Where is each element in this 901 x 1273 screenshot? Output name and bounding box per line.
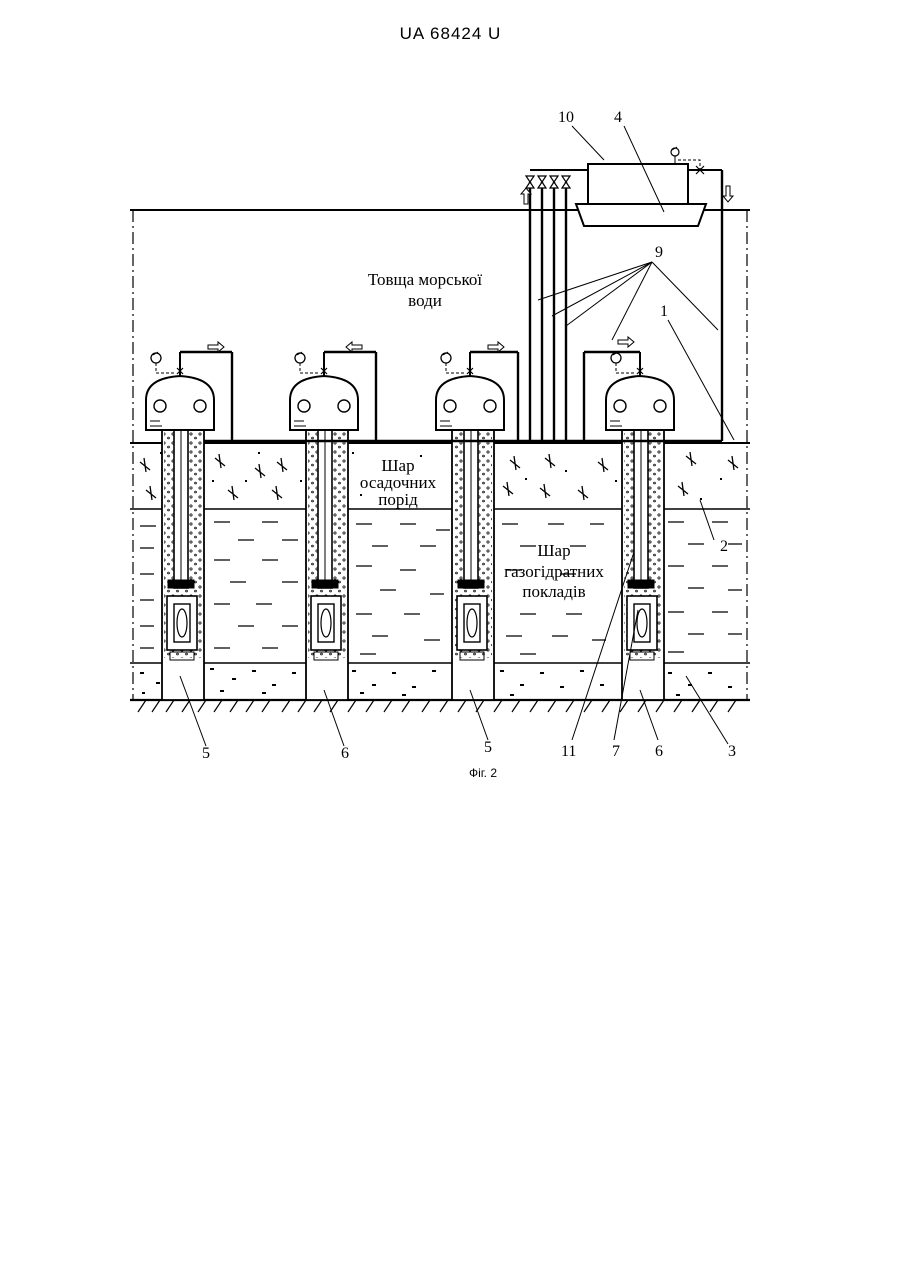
sediment-layer-label-line3: порід [378,490,418,509]
callout-2: 2 [720,538,728,555]
flow-arrow-right-icon [618,337,634,347]
hydrate-layer-label: Шар [537,541,570,560]
water-layer-label: Товща морської [368,270,482,289]
callout-4: 4 [614,109,622,126]
callout-3: 3 [728,743,736,760]
bedrock-hatching [138,700,736,712]
flow-arrow-right-icon [208,342,224,352]
callout-5-left: 5 [202,745,210,762]
well-2 [290,352,376,700]
callout-1: 1 [660,303,668,320]
callout-7: 7 [612,743,620,760]
callout-5-middle: 5 [484,739,492,756]
floating-platform-hull [576,204,706,226]
callout-10: 10 [558,109,574,126]
flow-arrow-down-icon [723,186,733,202]
processing-module [588,164,688,204]
callout-11: 11 [561,743,576,760]
flow-arrow-left-icon [346,342,362,352]
figure-caption: Фіг. 2 [469,766,497,780]
well-3 [436,352,518,700]
hydrate-layer-label-line3: покладів [522,582,585,601]
well-4 [584,352,674,700]
callout-6-right: 6 [655,743,663,760]
water-layer-label-line2: води [408,291,442,310]
hydrate-layer-label-line2: газогідратних [504,562,604,581]
callout-6-left: 6 [341,745,349,762]
callout-9: 9 [655,244,663,261]
riser-valves [526,176,570,188]
platform-unit [576,148,706,226]
flow-arrow-right-icon [488,342,504,352]
